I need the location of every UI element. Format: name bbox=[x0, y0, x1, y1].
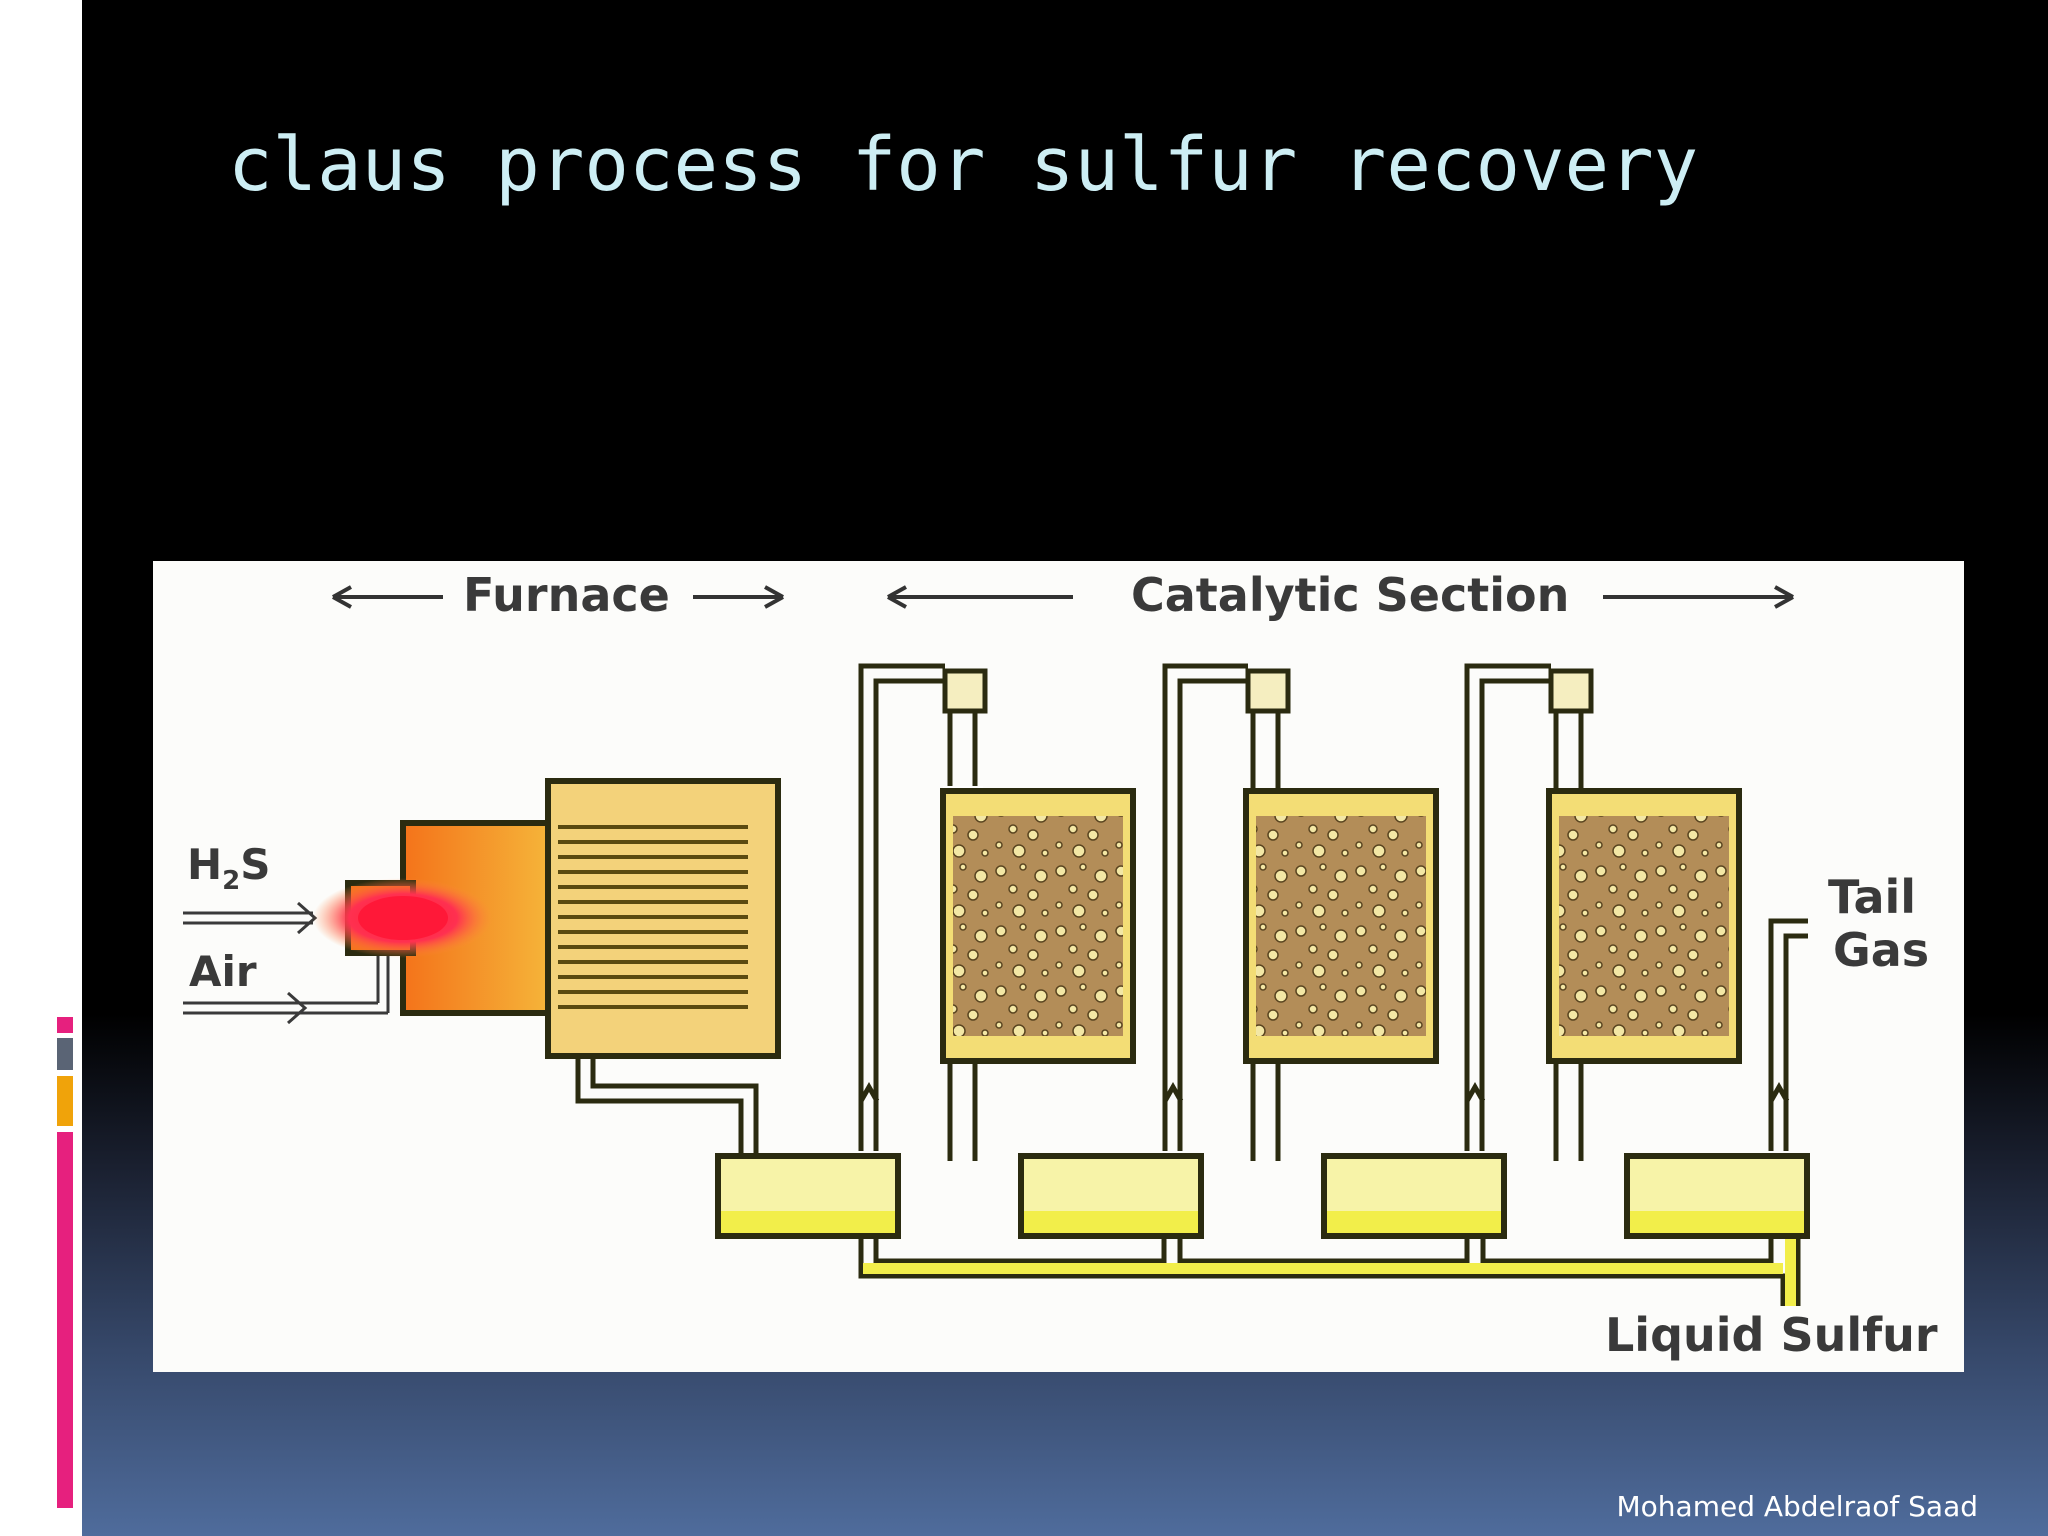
tail-gas-label-line2: Gas bbox=[1833, 923, 1929, 977]
sulfur-condenser-3 bbox=[1321, 1153, 1507, 1239]
waste-heat-boiler bbox=[545, 778, 781, 1059]
catalytic-reactor-1 bbox=[940, 668, 1136, 1161]
decorative-vertical-lines bbox=[48, 40, 75, 235]
liquid-sulfur-label: Liquid Sulfur bbox=[1605, 1308, 1938, 1362]
reaction-furnace bbox=[313, 820, 556, 1016]
accent-bar-orange bbox=[57, 1076, 73, 1126]
accent-bar-pink-small bbox=[57, 1017, 73, 1033]
author-footer: Mohamed Abdelraof Saad bbox=[1616, 1490, 1979, 1523]
h2s-label: H2S bbox=[187, 840, 271, 896]
gas-transfer-pipes bbox=[858, 663, 1808, 1151]
claus-process-diagram: Furnace Catalytic Section H2S Air bbox=[153, 561, 1964, 1372]
catalytic-section-header: Catalytic Section bbox=[887, 568, 1794, 622]
furnace-header: Furnace bbox=[332, 568, 784, 622]
slide-title: claus process for sulfur recovery bbox=[228, 122, 1699, 208]
liquid-sulfur-header-pipe bbox=[858, 1236, 1801, 1306]
sulfur-condenser-1 bbox=[715, 1153, 901, 1239]
furnace-label: Furnace bbox=[463, 568, 670, 622]
tail-gas-label-line1: Tail bbox=[1828, 870, 1916, 924]
air-label: Air bbox=[189, 947, 257, 996]
catalytic-reactor-3 bbox=[1546, 668, 1742, 1161]
accent-bar-pink-long bbox=[57, 1132, 73, 1508]
catalytic-section-label: Catalytic Section bbox=[1131, 568, 1569, 622]
sulfur-condenser-2 bbox=[1018, 1153, 1204, 1239]
sulfur-condenser-4 bbox=[1624, 1153, 1810, 1239]
catalytic-reactor-2 bbox=[1243, 668, 1439, 1161]
boiler-outlet-pipe bbox=[575, 1056, 759, 1166]
accent-bar-gray bbox=[57, 1038, 73, 1070]
